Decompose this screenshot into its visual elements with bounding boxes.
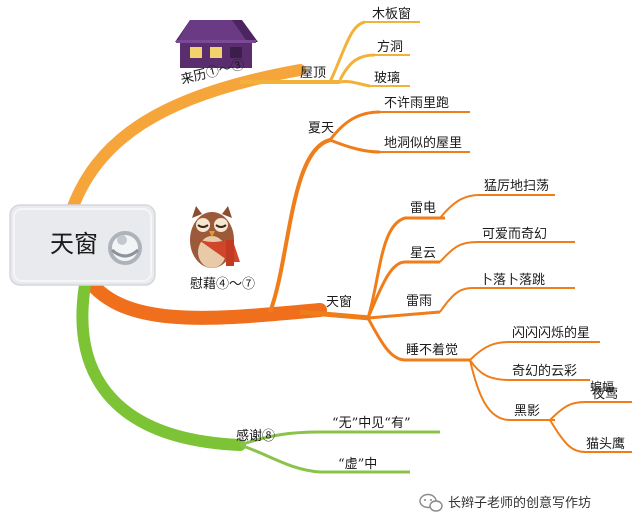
link-twinkling-stars xyxy=(469,341,600,361)
branch-window xyxy=(299,309,371,321)
label-twinkling-stars: 闪闪闪烁的星 xyxy=(512,325,590,341)
label-window: 天窗 xyxy=(326,294,352,310)
label-rain: 雷雨 xyxy=(406,294,432,309)
link-emptiness xyxy=(239,443,410,474)
branch-rain xyxy=(367,310,441,320)
branch-comfort xyxy=(78,268,327,325)
label-magic-clouds: 奇幻的云彩 xyxy=(512,363,577,379)
label-stars: 星云 xyxy=(410,246,436,261)
label-summer: 夏天 xyxy=(308,121,334,136)
label-emptiness: “虚”中 xyxy=(338,457,377,472)
label-gratitude: 感谢⑧ xyxy=(236,428,275,444)
label-roof: 屋顶 xyxy=(300,66,326,81)
central-title: 天窗 xyxy=(50,230,98,258)
link-rain-detail xyxy=(439,287,575,313)
label-bat: 蝙蝠 xyxy=(590,379,614,394)
link-stars-detail xyxy=(439,241,575,263)
link-see-something xyxy=(239,430,440,447)
label-owl-word: 猫头鹰 xyxy=(586,436,625,452)
branch-summer xyxy=(268,138,331,313)
watermark: 长辫子老师的创意写作坊 xyxy=(419,493,591,512)
label-rain-detail: 卜落卜落跳 xyxy=(480,273,545,288)
label-glass: 玻璃 xyxy=(374,71,400,86)
label-see-something: “无”中见“有” xyxy=(332,416,411,431)
link-magic-clouds xyxy=(469,359,590,381)
wechat-icon xyxy=(419,493,443,512)
label-thunder-detail: 猛厉地扫荡 xyxy=(484,179,549,194)
label-wooden-window: 木板窗 xyxy=(372,6,411,22)
watermark-text: 长辫子老师的创意写作坊 xyxy=(448,495,591,511)
label-comfort: 慰藉④～⑦ xyxy=(190,277,255,292)
label-square-hole: 方洞 xyxy=(377,39,403,55)
branch-thunder xyxy=(366,216,445,319)
owl-icon xyxy=(190,206,240,268)
link-shadow xyxy=(469,359,555,421)
branch-origin xyxy=(64,64,306,221)
label-sleepless: 睡不着觉 xyxy=(406,342,458,358)
branch-roof-to-items xyxy=(328,20,376,88)
link-owl-word xyxy=(549,419,632,453)
central-node: 天窗 xyxy=(9,204,156,286)
label-nightingale: 夜莺 xyxy=(592,387,618,402)
link-nightingale xyxy=(549,401,632,421)
branch-summer-items xyxy=(328,110,381,154)
branch-gratitude xyxy=(76,279,246,451)
house-icon xyxy=(175,20,258,68)
branch-stars xyxy=(366,260,440,319)
label-shadow: 黑影 xyxy=(514,404,540,419)
label-thunder: 雷电 xyxy=(410,201,436,216)
label-cave-room: 地洞似的屋里 xyxy=(384,135,462,151)
label-no-rain: 不许雨里跑 xyxy=(384,96,449,111)
window-knob-icon xyxy=(108,231,142,265)
branch-sleepless xyxy=(366,317,470,362)
label-stars-detail: 可爱而奇幻 xyxy=(482,226,547,242)
link-thunder-detail xyxy=(439,194,555,219)
